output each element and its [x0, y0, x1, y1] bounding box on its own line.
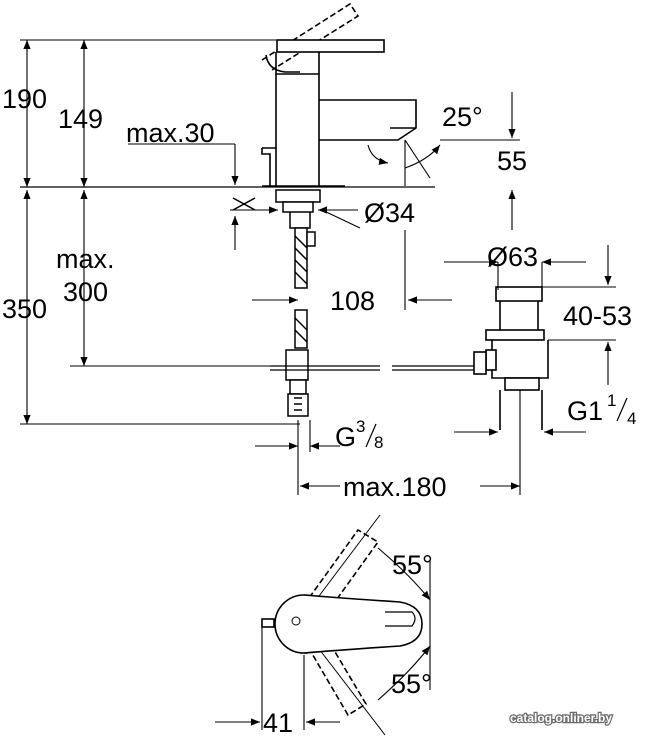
dim-55deg-top-label: 55° — [392, 550, 433, 580]
dim-max-label: max. — [56, 244, 115, 274]
faucet-side-view — [261, 2, 417, 187]
top-view-dimension-lines — [215, 547, 431, 730]
popup-waste — [473, 286, 549, 430]
dim-g3-8-label: G 3 8 — [335, 417, 383, 452]
dim-dia63-label: Ø63 — [487, 242, 538, 272]
dim-max30-label: max.30 — [126, 118, 215, 148]
g3-8-numerator: 3 — [356, 417, 365, 436]
dim-40-53-label: 40-53 — [563, 301, 632, 331]
dim-300-label: 300 — [63, 277, 108, 307]
dim-108-label: 108 — [330, 286, 375, 316]
dim-dia34-label: Ø34 — [364, 198, 415, 228]
g3-8-denominator: 8 — [374, 433, 383, 452]
watermark: catalog.onliner.by — [510, 711, 612, 725]
dim-350-label: 350 — [2, 294, 47, 324]
g1-1-4-denominator: 4 — [627, 409, 636, 428]
dim-41-label: 41 — [263, 708, 293, 738]
dim-149-label: 149 — [58, 104, 103, 134]
dim-25deg-label: 25° — [442, 102, 483, 132]
faucet-top-view — [261, 514, 423, 736]
dimension-lines — [20, 39, 616, 495]
g1-1-4-base: G1 — [567, 396, 603, 426]
dim-max180-label: max.180 — [343, 472, 447, 502]
dim-55deg-bottom-label: 55° — [391, 669, 432, 699]
g3-8-base: G — [335, 422, 356, 452]
dim-55-label: 55 — [497, 146, 527, 176]
g1-1-4-numerator: 1 — [607, 391, 616, 410]
dim-190-label: 190 — [2, 84, 47, 114]
popup-rod — [270, 365, 474, 371]
dim-g1-1-4-label: G1 1 4 — [567, 391, 636, 428]
under-counter-fixing — [232, 189, 321, 417]
